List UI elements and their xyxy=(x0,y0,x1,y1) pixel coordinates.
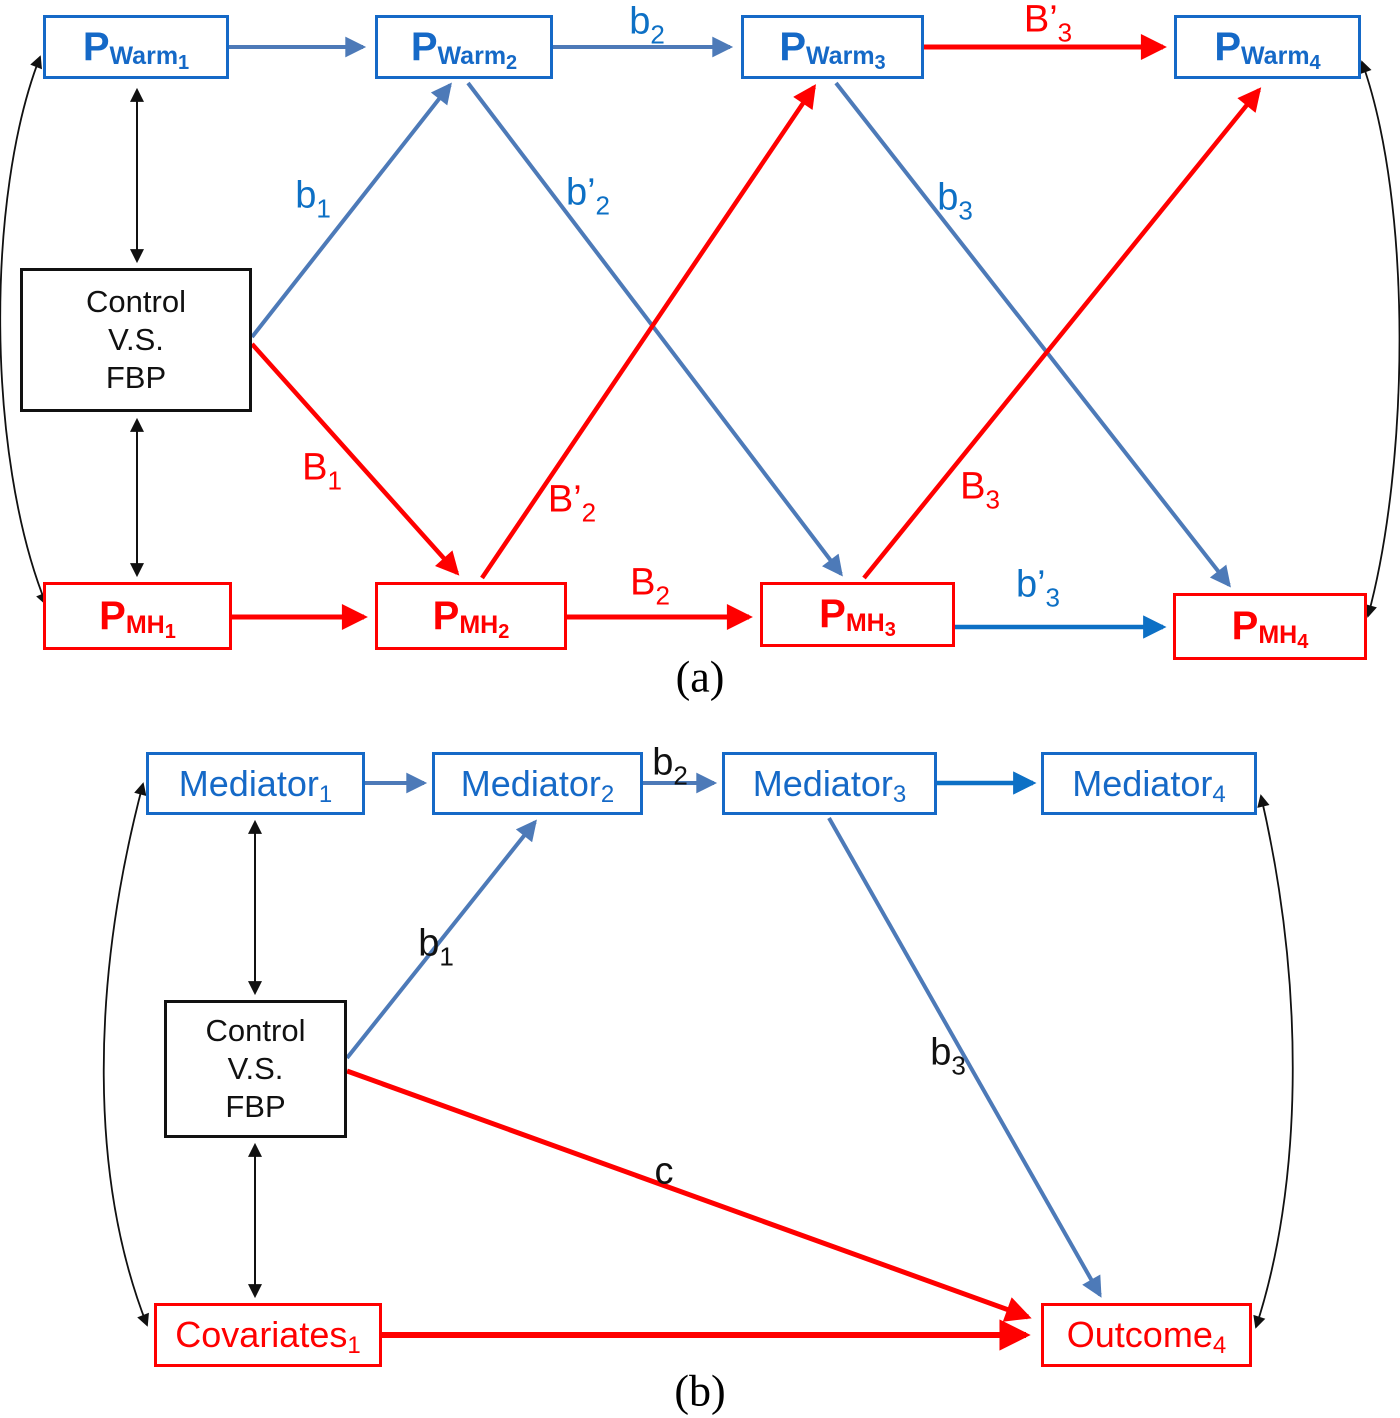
cov-curve-pwarm4-pmh4 xyxy=(1359,60,1400,618)
box-mediator3-label: Mediator xyxy=(752,762,893,804)
arrow-c-control-outcome4 xyxy=(346,1068,1032,1322)
box-pmh3-label: P xyxy=(819,592,846,636)
label-b3-b: b3 xyxy=(930,1031,966,1081)
label-b1-b: b1 xyxy=(418,922,454,972)
box-mediator1-label: Mediator xyxy=(178,762,319,804)
control-b-line1: Control xyxy=(205,1013,306,1049)
arrow-b1-control-mediator2 xyxy=(345,819,537,1060)
label-b3p-a: b’3 xyxy=(1015,563,1061,613)
box-pmh1-label: P xyxy=(99,593,126,638)
box-pmh4-label: P xyxy=(1231,604,1259,648)
control-a-line3: FBP xyxy=(105,359,167,395)
box-pwarm4-label: P xyxy=(1214,24,1242,69)
label-b2p-a: b’2 xyxy=(565,171,611,221)
label-B3p-a: B’3 xyxy=(1023,0,1073,48)
label-b2-b: b2 xyxy=(652,741,688,791)
cov-curve-pwarm1-pmh1 xyxy=(0,55,48,606)
control-a-line1: Control xyxy=(86,284,186,320)
box-covariates1-label: Covariates xyxy=(175,1314,348,1355)
arrow-b3-pwarm3-pmh4 xyxy=(834,81,1231,588)
box-control-a: Control V.S. FBP xyxy=(20,268,252,412)
label-c-b: c xyxy=(654,1150,674,1193)
arrow-b2p-pwarm2-pmh3 xyxy=(466,81,843,577)
label-B2p-a: B’2 xyxy=(547,478,597,528)
control-b-line3: FBP xyxy=(225,1088,286,1124)
label-B1-a: B1 xyxy=(302,446,342,496)
box-pmh2-label: P xyxy=(432,593,460,638)
caption-panel-a: (a) xyxy=(675,652,725,702)
box-pwarm1-label: P xyxy=(82,24,110,69)
box-mediator2-label: Mediator xyxy=(460,762,601,804)
arrow-B1-control-pmh2 xyxy=(250,342,460,576)
cov-curve-mediator4-outcome4 xyxy=(1253,794,1294,1329)
label-b1-a: b1 xyxy=(295,174,331,224)
label-b3-a: b3 xyxy=(937,176,973,226)
box-pwarm2-label: P xyxy=(410,24,438,69)
label-B3-a: B3 xyxy=(960,465,1000,515)
control-a-line2: V.S. xyxy=(108,322,164,358)
box-pwarm3-label: P xyxy=(779,24,807,69)
label-b2-a: b2 xyxy=(629,0,665,50)
arrow-b1-control-pwarm2 xyxy=(250,82,452,339)
caption-panel-b: (b) xyxy=(674,1366,726,1416)
control-b-line2: V.S. xyxy=(227,1051,284,1087)
box-control-b: Control V.S. FBP xyxy=(164,1000,347,1138)
box-outcome4-label: Outcome xyxy=(1066,1314,1213,1355)
arrow-B3-pmh3-pwarm4 xyxy=(862,87,1262,580)
arrow-B2p-pmh2-pwarm3 xyxy=(480,84,816,580)
arrow-b3-mediator3-outcome4 xyxy=(827,817,1102,1298)
box-mediator4-label: Mediator xyxy=(1072,762,1213,804)
label-B2-a: B2 xyxy=(630,561,670,611)
cov-curve-mediator1-covariates1 xyxy=(102,782,149,1327)
